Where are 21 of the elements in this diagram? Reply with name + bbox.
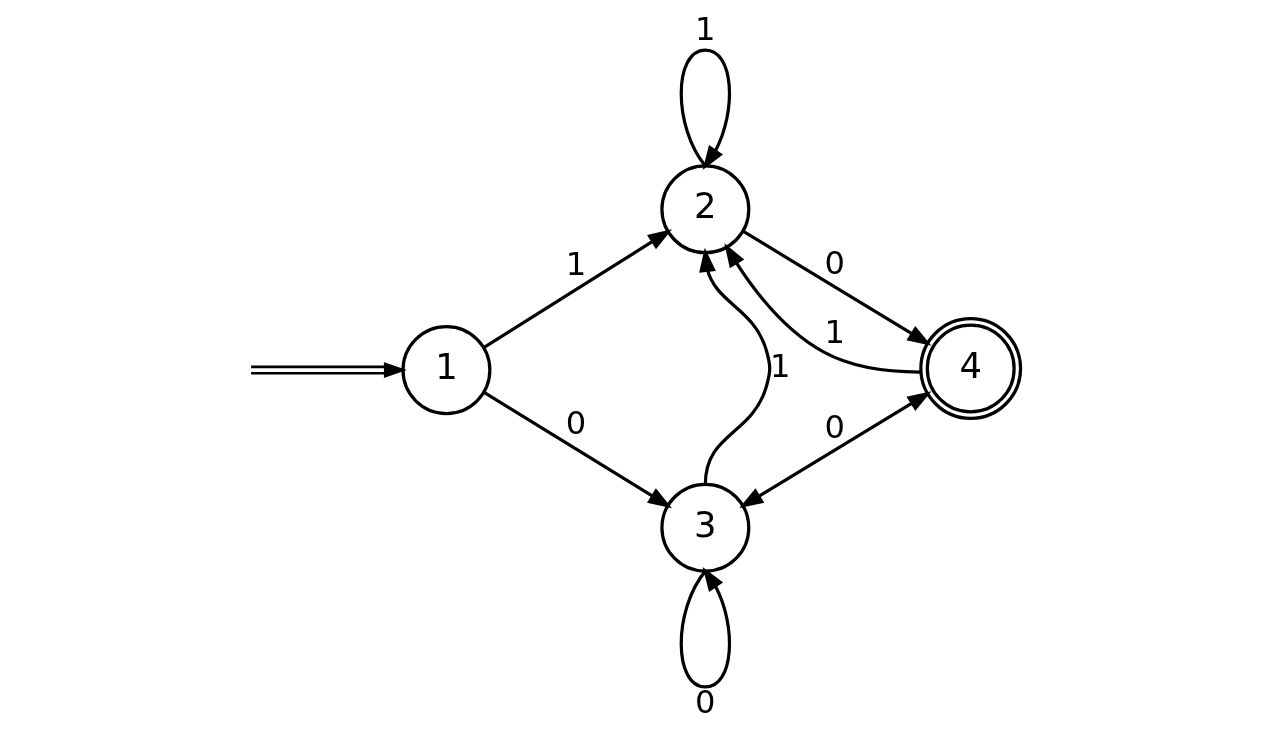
arrow (679, 48, 731, 170)
edge-label: 0 (695, 682, 716, 721)
node-circle: 2 (660, 164, 751, 255)
arrow (699, 247, 772, 485)
arrow (483, 390, 672, 509)
edge-label: 0 (565, 404, 587, 443)
edge-label: 1 (695, 10, 716, 49)
edge-label: 1 (824, 312, 846, 351)
edge-label: 0 (824, 243, 846, 282)
arrow (679, 567, 731, 689)
arrow (724, 243, 921, 374)
node-circle: 3 (660, 482, 751, 573)
arrow (483, 229, 672, 349)
edge-label: 1 (769, 346, 791, 385)
node-circle: 4 (919, 317, 1023, 420)
node-circle: 1 (401, 325, 492, 416)
edge-label: 1 (565, 245, 587, 284)
arrow (739, 391, 932, 509)
arrow (251, 362, 407, 379)
arrow (742, 230, 932, 346)
edge-label: 0 (824, 407, 846, 446)
